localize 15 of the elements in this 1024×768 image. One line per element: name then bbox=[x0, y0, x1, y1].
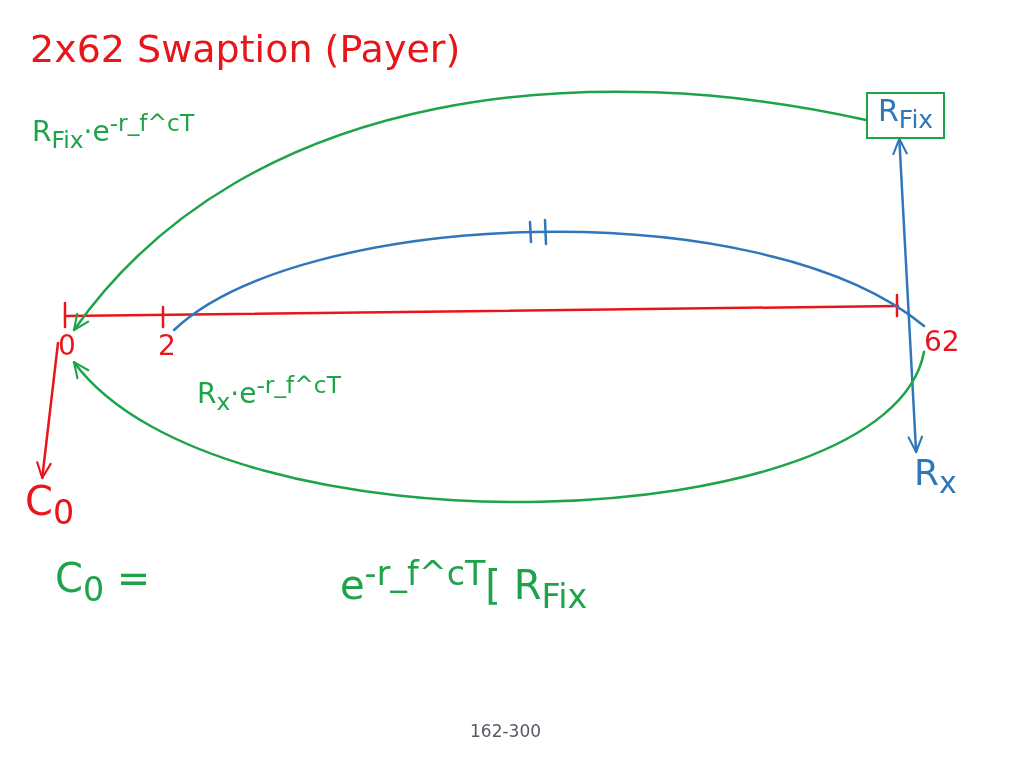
time-label: 0 bbox=[58, 330, 76, 363]
formula-text: C$_{0}$ = bbox=[55, 555, 151, 610]
title: 2x62 Swaption (Payer) bbox=[30, 28, 461, 72]
cash-flow-arrow bbox=[36, 341, 60, 480]
cash-flow-arrow bbox=[892, 137, 924, 454]
discount-arrow bbox=[72, 90, 868, 332]
page-number: 162-300 bbox=[470, 722, 542, 742]
rate-label: R$_{x}$ bbox=[914, 452, 957, 501]
discount-arrow bbox=[72, 350, 926, 503]
time-label: 62 bbox=[924, 326, 960, 359]
cash-flow-label: C$_{0}$ bbox=[25, 478, 75, 533]
period-arc bbox=[172, 230, 926, 332]
rate-box: R$_{Fix}$ bbox=[866, 92, 946, 139]
formula-text: e$^{-r_f^cT}$[ R$_{Fix}$ bbox=[340, 555, 588, 617]
time-label: 2 bbox=[158, 330, 176, 363]
